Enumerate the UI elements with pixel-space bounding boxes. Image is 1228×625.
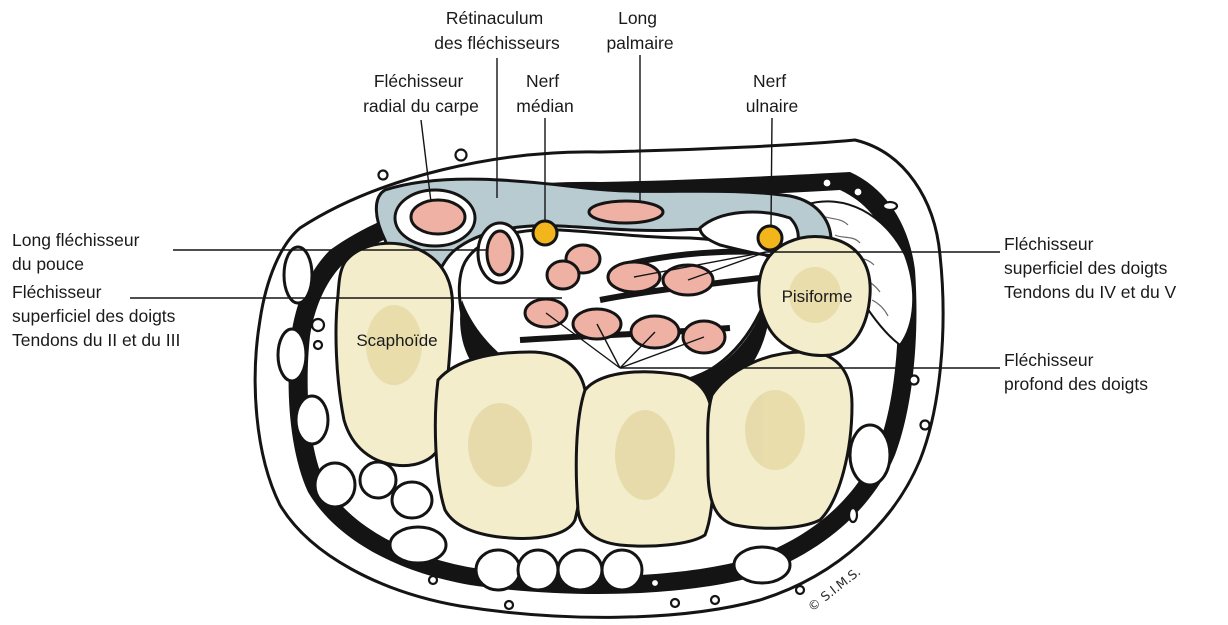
pisiforme-label: Pisiforme bbox=[782, 287, 853, 306]
fsd-2-3-label-line2: superficiel des doigts bbox=[12, 306, 176, 326]
nerf-ulnaire-label-line2: ulnaire bbox=[746, 96, 799, 116]
long-palmaire-label: Long palmaire bbox=[606, 8, 673, 53]
fsd-2-3-label-line3: Tendons du II et du III bbox=[12, 330, 180, 350]
flechisseur-radial-label-line1: Fléchisseur bbox=[374, 71, 464, 91]
nerf-ulnaire-label-line1: Nerf bbox=[753, 71, 786, 91]
flechisseur-radial-label: Fléchisseur radial du carpe bbox=[363, 71, 479, 116]
retinaculum-label: Rétinaculum des fléchisseurs bbox=[434, 8, 560, 53]
nerf-median-label: Nerf médian bbox=[516, 71, 573, 116]
fsd-2-3-label-line1: Fléchisseur bbox=[12, 282, 102, 302]
long-flechisseur-pouce-label-line1: Long fléchisseur bbox=[12, 230, 140, 250]
flechisseur-profond-label: Fléchisseur profond des doigts bbox=[1004, 350, 1148, 394]
long-palmaire-label-line2: palmaire bbox=[606, 33, 673, 53]
flechisseur-superficiel-2-3-label: Fléchisseur superficiel des doigts Tendo… bbox=[12, 282, 180, 350]
nerf-ulnaire-label: Nerf ulnaire bbox=[746, 71, 799, 116]
nerf-median bbox=[533, 221, 557, 245]
flechisseur-superficiel-4-5-label: Fléchisseur superficiel des doigts Tendo… bbox=[1004, 234, 1177, 302]
flechisseur-radial-tendon bbox=[411, 200, 465, 234]
long-flechisseur-pouce-label: Long fléchisseur du pouce bbox=[12, 230, 144, 274]
retinaculum-label-line2: des fléchisseurs bbox=[434, 33, 560, 53]
long-palmaire-label-line1: Long bbox=[618, 8, 657, 28]
nerf-median-label-line1: Nerf bbox=[526, 71, 559, 91]
long-flechisseur-pouce-label-line2: du pouce bbox=[12, 254, 84, 274]
fsd-4-5-label-line2: superficiel des doigts bbox=[1004, 258, 1168, 278]
retinaculum-label-line1: Rétinaculum bbox=[446, 8, 543, 28]
fsd-4-5-label-line1: Fléchisseur bbox=[1004, 234, 1094, 254]
fpd-label-line1: Fléchisseur bbox=[1004, 350, 1094, 370]
long-palmaire-tendon bbox=[589, 201, 663, 223]
fsd-4-5-label-line3: Tendons du IV et du V bbox=[1004, 282, 1177, 302]
flechisseur-radial-label-line2: radial du carpe bbox=[363, 96, 479, 116]
nerf-median-label-line2: médian bbox=[516, 96, 573, 116]
scaphoide-label: Scaphoïde bbox=[356, 331, 437, 350]
long-flechisseur-pouce-tendon bbox=[487, 231, 513, 275]
fpd-label-line2: profond des doigts bbox=[1004, 374, 1148, 394]
